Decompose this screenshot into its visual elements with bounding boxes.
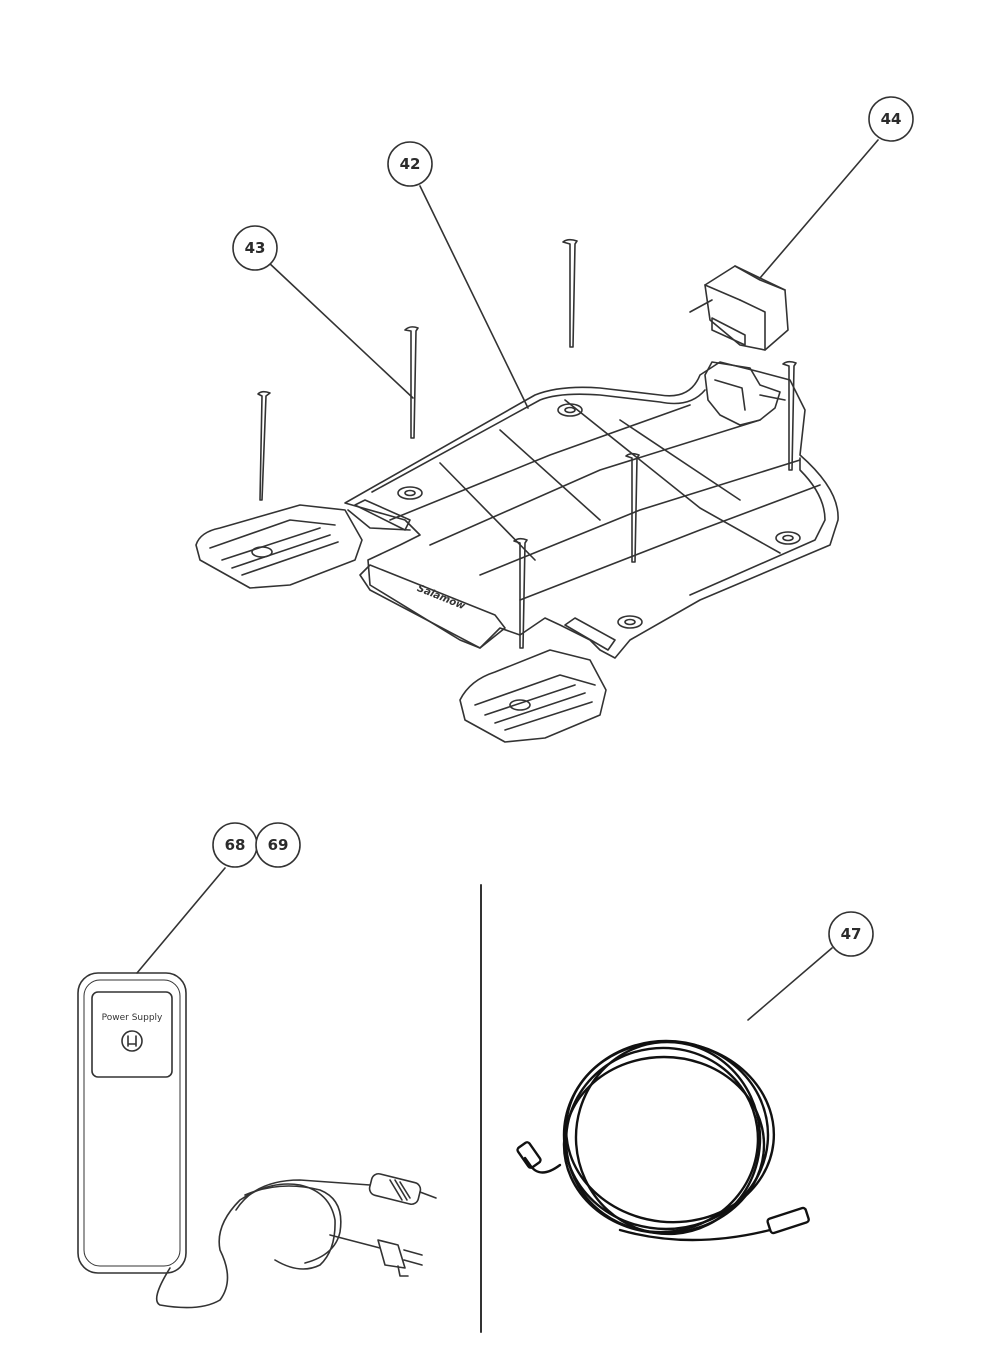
callout-43-label: 43 [245, 239, 266, 257]
charging-station-base [344, 361, 839, 659]
peg-5 [513, 537, 528, 649]
peg-2 [404, 326, 419, 439]
callout-68-label: 68 [225, 836, 246, 854]
callout-42-circle [387, 141, 433, 187]
pegs [257, 238, 797, 649]
callout-69-label: 69 [268, 836, 289, 854]
extension-plate-left [195, 504, 363, 589]
peg-4 [625, 452, 640, 563]
charging-head [689, 265, 789, 351]
callout-44-label: 44 [881, 110, 902, 128]
peg-6 [782, 360, 797, 471]
callout-44-circle [868, 96, 914, 142]
extension-plate-bottom [459, 649, 607, 743]
callout-47-label: 47 [841, 925, 862, 943]
peg-1 [257, 390, 271, 501]
peg-3 [562, 238, 578, 348]
callout-47-circle [828, 911, 874, 957]
power-supply [77, 972, 437, 1309]
power-supply-label: Power Supply [102, 1013, 163, 1023]
callout-69-circle [255, 822, 301, 868]
callout-43-circle [232, 225, 278, 271]
station-logo: Salamow [415, 583, 467, 612]
callout-42-label: 42 [400, 155, 421, 173]
boundary-wire-coil [516, 1039, 810, 1242]
